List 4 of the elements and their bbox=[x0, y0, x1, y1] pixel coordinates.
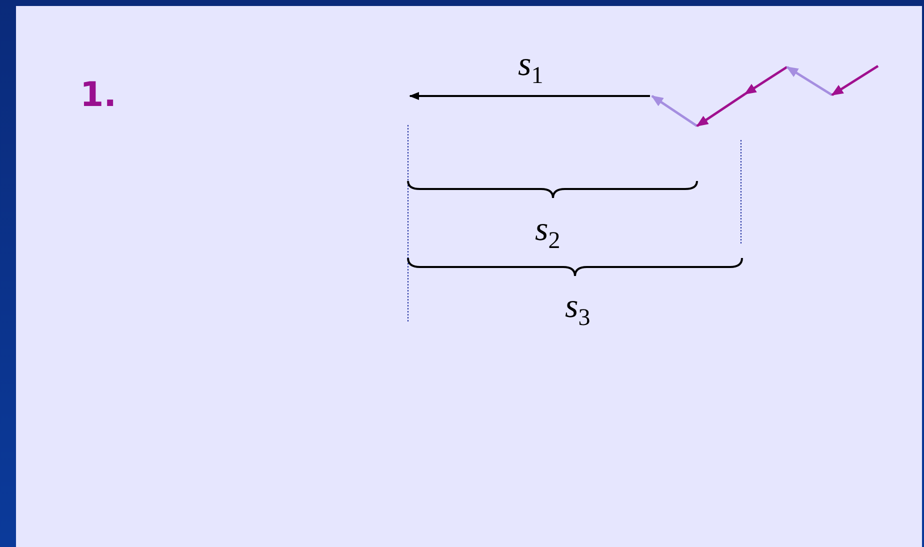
list-number: 1. bbox=[80, 78, 117, 112]
variable-label: s$_{1}$ bbox=[518, 48, 544, 88]
variable-label: s$_{3}$ bbox=[565, 290, 590, 330]
variable-label: s$_{2}$ bbox=[535, 213, 560, 253]
